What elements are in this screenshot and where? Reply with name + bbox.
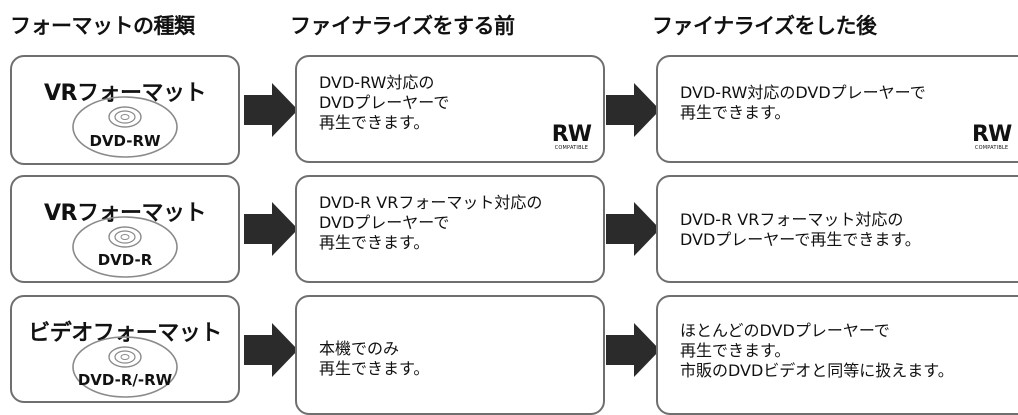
header-before-finalize: ファイナライズをする前 xyxy=(290,14,515,38)
before-box-row2: DVD-R VRフォーマット対応の DVDプレーヤーで 再生できます。 xyxy=(295,175,605,283)
after-description: DVD-RW対応のDVDプレーヤーで 再生できます。 xyxy=(680,83,926,122)
disc-icon xyxy=(12,213,238,279)
disc-icon xyxy=(12,333,238,399)
rw-compatible-logo: RW COMPATIBLE xyxy=(972,122,1012,152)
media-label: DVD-R xyxy=(97,251,153,269)
rw-logo-text: RW xyxy=(551,122,592,147)
after-description: ほとんどのDVDプレーヤーで 再生できます。 市販のDVDビデオと同等に扱えます… xyxy=(680,321,954,380)
rw-logo-subtext: COMPATIBLE xyxy=(554,145,589,151)
arrow-right-icon xyxy=(606,202,660,256)
media-label: DVD-RW xyxy=(89,132,161,150)
after-box-row1: DVD-RW対応のDVDプレーヤーで 再生できます。 RW COMPATIBLE xyxy=(656,55,1018,163)
arrow-right-icon xyxy=(606,83,660,137)
arrow-right-icon xyxy=(244,83,298,137)
after-box-row2: DVD-R VRフォーマット対応の DVDプレーヤーで再生できます。 xyxy=(656,175,1018,283)
format-box-vr-rw: VRフォーマット DVD-RW xyxy=(10,55,240,165)
after-description: DVD-R VRフォーマット対応の DVDプレーヤーで再生できます。 xyxy=(680,210,921,249)
format-box-vr-r: VRフォーマット DVD-R xyxy=(10,175,240,283)
media-label: DVD-R/-RW xyxy=(77,371,173,389)
rw-compatible-logo: RW COMPATIBLE xyxy=(551,122,592,152)
before-description: DVD-RW対応の DVDプレーヤーで 再生できます。 xyxy=(319,73,450,132)
before-box-row3: 本機でのみ 再生できます。 xyxy=(295,295,605,415)
format-name: ビデオフォーマット xyxy=(28,321,222,346)
format-box-video: ビデオフォーマット DVD-R/-RW xyxy=(10,295,240,403)
arrow-right-icon xyxy=(244,202,298,256)
after-box-row3: ほとんどのDVDプレーヤーで 再生できます。 市販のDVDビデオと同等に扱えます… xyxy=(656,295,1018,415)
header-after-finalize: ファイナライズをした後 xyxy=(652,14,877,38)
format-name: VRフォーマット xyxy=(44,201,206,226)
before-description: 本機でのみ 再生できます。 xyxy=(319,339,430,378)
rw-logo-text: RW xyxy=(972,122,1012,147)
arrow-right-icon xyxy=(606,323,660,377)
disc-icon xyxy=(12,93,238,159)
rw-logo-subtext: COMPATIBLE xyxy=(974,145,1009,151)
before-description: DVD-R VRフォーマット対応の DVDプレーヤーで 再生できます。 xyxy=(319,193,543,252)
header-format-type: フォーマットの種類 xyxy=(10,14,195,38)
format-name: VRフォーマット xyxy=(44,81,206,106)
before-box-row1: DVD-RW対応の DVDプレーヤーで 再生できます。 RW COMPATIBL… xyxy=(295,55,605,163)
arrow-right-icon xyxy=(244,323,298,377)
